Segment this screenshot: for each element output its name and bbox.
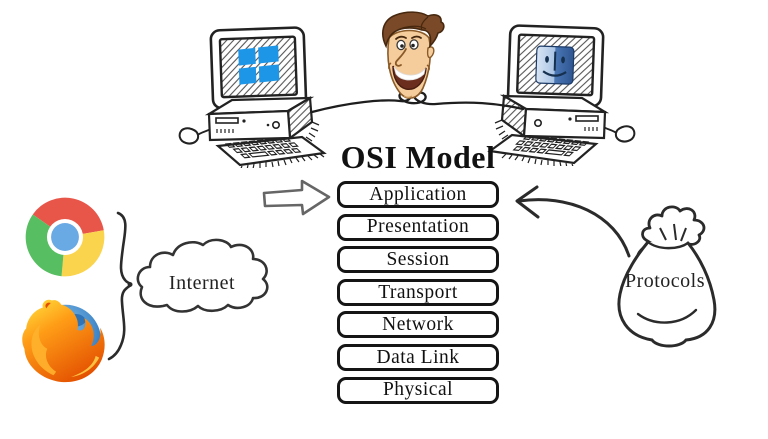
chrome-icon (24, 196, 106, 278)
right-block-arrow-icon (261, 178, 333, 220)
cartoon-man-face (362, 8, 454, 108)
internet-cloud: Internet (133, 236, 273, 320)
windows-computer-icon (176, 26, 328, 168)
layer-data-link: Data Link (337, 343, 499, 371)
internet-label: Internet (168, 272, 236, 294)
layer-presentation: Presentation (337, 213, 499, 241)
osi-layer-stack: Application Presentation Session Transpo… (337, 181, 499, 409)
protocols-curved-arrow-icon (505, 176, 637, 262)
finder-logo-icon (535, 45, 575, 85)
layer-network: Network (337, 311, 499, 339)
mac-computer-icon (486, 24, 638, 166)
curly-brace-drawing (106, 210, 138, 362)
protocols-bag: Protocols (604, 198, 728, 354)
protocols-label: Protocols (624, 270, 706, 292)
layer-transport: Transport (337, 278, 499, 306)
layer-application: Application (337, 181, 499, 208)
layer-session: Session (337, 246, 499, 274)
firefox-icon (20, 296, 108, 384)
layer-physical: Physical (337, 376, 499, 404)
network-cable-drawing (310, 90, 525, 122)
page-title: OSI Model (340, 139, 496, 175)
